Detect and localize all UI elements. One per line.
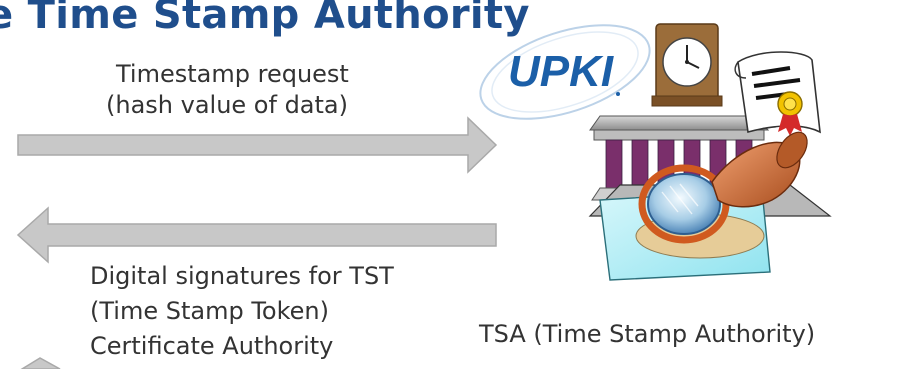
certificate-icon — [734, 51, 821, 136]
upki-logo: UPKI — [479, 24, 651, 120]
tsa-label: TSA (Time Stamp Authority) — [479, 320, 816, 348]
clock-icon — [651, 23, 723, 107]
response-arrow — [16, 206, 497, 264]
page-title: e Time Stamp Authority — [0, 0, 530, 38]
stamp-icon — [599, 131, 808, 281]
request-label-line1: Timestamp request — [116, 60, 349, 88]
partial-arrow — [20, 357, 61, 369]
logo-text: UPKI — [508, 47, 614, 96]
response-label-line1: Digital signatures for TST — [90, 262, 394, 290]
request-label-line2: (hash value of data) — [106, 91, 348, 119]
response-label-line2: (Time Stamp Token) — [90, 297, 329, 325]
response-label-line3: Certificate Authority — [90, 332, 334, 360]
request-arrow — [17, 116, 498, 174]
